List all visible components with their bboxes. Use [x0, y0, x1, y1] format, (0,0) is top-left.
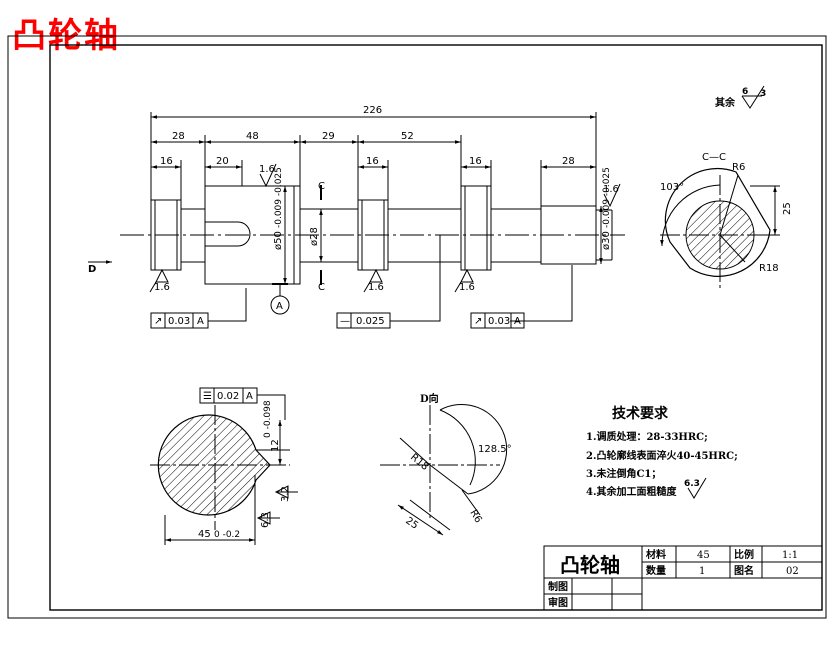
svg-text:3.未注倒角C1；: 3.未注倒角C1；: [586, 467, 661, 480]
svg-text:0 -0.098: 0 -0.098: [263, 400, 273, 438]
svg-text:审图: 审图: [548, 596, 568, 609]
svg-text:D: D: [88, 264, 96, 275]
svg-text:1.6: 1.6: [459, 282, 475, 293]
svg-text:ø30: ø30: [601, 231, 612, 250]
svg-text:20: 20: [216, 156, 229, 167]
svg-text:6.3: 6.3: [260, 512, 271, 528]
svg-text:3.2: 3.2: [280, 486, 291, 502]
svg-text:1.6: 1.6: [603, 184, 619, 195]
svg-text:ø28: ø28: [309, 227, 320, 246]
svg-text:C: C: [318, 181, 325, 192]
tech-requirements: 技术要求 1.调质处理：28-33HRC; 2.凸轮廓线表面淬火40-45HRC…: [586, 405, 738, 499]
svg-text:-0.009 -0.025: -0.009 -0.025: [274, 167, 284, 228]
svg-text:C—C: C—C: [702, 152, 726, 163]
svg-text:52: 52: [401, 131, 414, 142]
svg-text:2.凸轮廓线表面淬火40-45HRC;: 2.凸轮廓线表面淬火40-45HRC;: [586, 449, 738, 462]
svg-text:1: 1: [699, 566, 705, 577]
d-view-labels: D向 R18 128.5° 25 R6: [403, 392, 511, 532]
svg-text:28: 28: [172, 131, 185, 142]
svg-text:凸轮轴: 凸轮轴: [560, 553, 620, 577]
svg-text:↗: ↗: [154, 316, 162, 327]
section-c-c: [660, 167, 780, 290]
svg-text:↗: ↗: [474, 316, 482, 327]
svg-text:材料: 材料: [646, 548, 666, 561]
main-view: [88, 112, 625, 329]
svg-text:1.6: 1.6: [259, 164, 275, 175]
svg-text:0.03: 0.03: [488, 316, 510, 327]
inner-border: [49, 44, 823, 611]
d-view: [380, 403, 508, 536]
svg-text:6: 6: [742, 87, 748, 97]
keyway-section-labels: ☰ 0.02 A 12 0 -0.098 45 0 -0.2 3.2 6.3: [198, 391, 291, 540]
svg-text:A: A: [197, 316, 204, 327]
keyway-section: [150, 387, 298, 545]
svg-text:A: A: [246, 391, 253, 402]
svg-text:R18: R18: [759, 263, 779, 274]
svg-text:0.025: 0.025: [356, 316, 385, 327]
svg-text:1.6: 1.6: [368, 282, 384, 293]
svg-text:0.02: 0.02: [217, 391, 239, 402]
svg-text:R6: R6: [732, 162, 745, 173]
svg-text:45: 45: [198, 529, 211, 540]
outer-border: [7, 35, 827, 619]
section-c-c-labels: C—C R6 R18 103° 25: [660, 152, 793, 274]
svg-text:R18: R18: [408, 452, 430, 473]
svg-text:其余: 其余: [715, 96, 736, 109]
svg-text:数量: 数量: [646, 564, 666, 577]
title-block: [543, 545, 823, 611]
svg-text:103°: 103°: [660, 182, 684, 193]
svg-text:0.03: 0.03: [168, 316, 190, 327]
svg-text:45: 45: [697, 550, 710, 561]
svg-text:6.3: 6.3: [684, 479, 700, 489]
svg-text:-0.009 -0.025: -0.009 -0.025: [602, 167, 612, 228]
svg-text:29: 29: [322, 131, 335, 142]
svg-text:D向: D向: [420, 392, 439, 405]
svg-text:25: 25: [782, 202, 793, 215]
svg-text:16: 16: [366, 156, 379, 167]
svg-text:48: 48: [246, 131, 259, 142]
svg-text:A: A: [514, 316, 521, 327]
svg-text:图名: 图名: [734, 564, 754, 577]
svg-text:ø50: ø50: [273, 231, 284, 250]
svg-text:02: 02: [786, 566, 799, 577]
svg-text:—: —: [340, 316, 350, 327]
svg-text:16: 16: [160, 156, 173, 167]
general-roughness: 其余 6 3: [715, 85, 766, 109]
svg-text:C: C: [318, 282, 325, 293]
svg-text:比例: 比例: [734, 548, 754, 561]
title-block-text: 凸轮轴 材料 45 比例 1:1 数量 1 图名 02 制图 审图: [548, 548, 799, 609]
svg-text:技术要求: 技术要求: [612, 405, 669, 422]
svg-text:16: 16: [469, 156, 482, 167]
svg-text:R6: R6: [467, 508, 483, 525]
svg-text:12: 12: [270, 439, 281, 452]
overall-length: 226: [363, 105, 382, 116]
svg-text:1.6: 1.6: [154, 282, 170, 293]
svg-text:4.其余加工面粗糙度: 4.其余加工面粗糙度: [586, 485, 677, 498]
main-view-labels: 226 28 48 29 52 16 20 16 16 28 1.6 1.6 1…: [88, 105, 619, 327]
svg-text:1:1: 1:1: [782, 550, 798, 561]
svg-text:3: 3: [760, 89, 766, 99]
svg-text:A: A: [276, 301, 283, 312]
svg-text:128.5°: 128.5°: [478, 444, 512, 455]
svg-text:28: 28: [562, 156, 575, 167]
svg-text:1.调质处理：28-33HRC;: 1.调质处理：28-33HRC;: [586, 430, 708, 443]
svg-text:0 -0.2: 0 -0.2: [214, 530, 240, 540]
svg-text:制图: 制图: [548, 580, 568, 593]
svg-text:☰: ☰: [203, 391, 212, 402]
